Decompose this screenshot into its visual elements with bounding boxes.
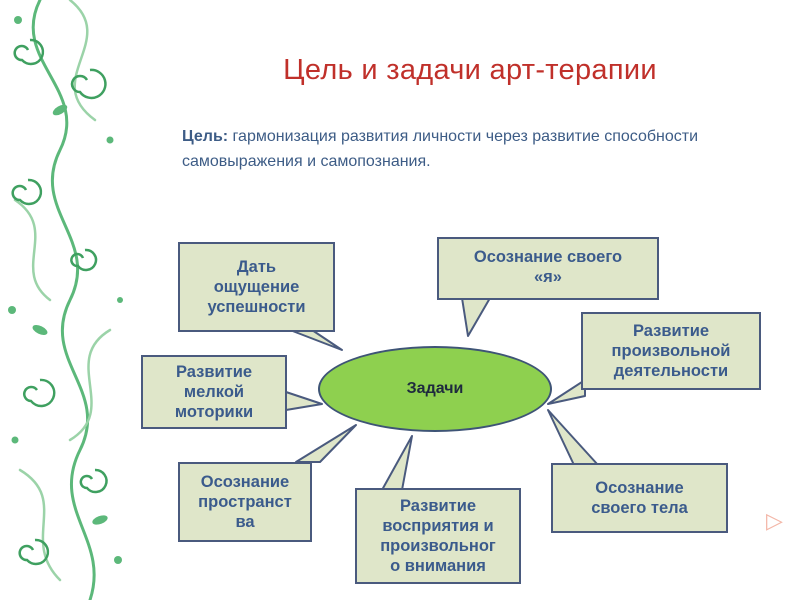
task-body-text: Осознание своего тела (591, 479, 688, 517)
task-body: Осознание своего тела (551, 463, 728, 533)
goal-paragraph: Цель: гармонизация развития личности чер… (182, 124, 742, 174)
task-self-text: Осознание своего «я» (473, 248, 623, 286)
pointer-voluntary (547, 379, 586, 405)
hub-tasks: Задачи (318, 346, 552, 432)
task-perception: Развитие восприятия и произвольног о вни… (355, 488, 521, 584)
task-perception-text: Развитие восприятия и произвольног о вни… (380, 497, 496, 575)
task-voluntary: Развитие произвольной деятельности (581, 312, 761, 390)
pointer-motor (285, 391, 323, 411)
pointer-self (461, 297, 491, 337)
pointer-perception (381, 435, 413, 491)
goal-text: гармонизация развития личности через раз… (182, 128, 699, 170)
task-space-text: Осознание пространст ва (198, 473, 292, 531)
floral-swirl-ornament (8, 0, 123, 600)
task-motor-text: Развитие мелкой моторики (174, 363, 254, 421)
pointer-space (295, 424, 357, 463)
goal-label: Цель: (182, 128, 229, 145)
task-success-text: Дать ощущение успешности (207, 258, 306, 316)
task-space: Осознание пространст ва (178, 462, 312, 542)
pointer-body (547, 409, 599, 466)
task-voluntary-text: Развитие произвольной деятельности (611, 322, 731, 380)
pointer-success (289, 329, 343, 351)
corner-arrow-icon[interactable]: ▷ (766, 508, 783, 533)
task-self: Осознание своего «я» (437, 237, 659, 300)
task-motor: Развитие мелкой моторики (141, 355, 287, 429)
task-success: Дать ощущение успешности (178, 242, 335, 332)
slide-title: Цель и задачи арт-терапии (283, 54, 657, 86)
